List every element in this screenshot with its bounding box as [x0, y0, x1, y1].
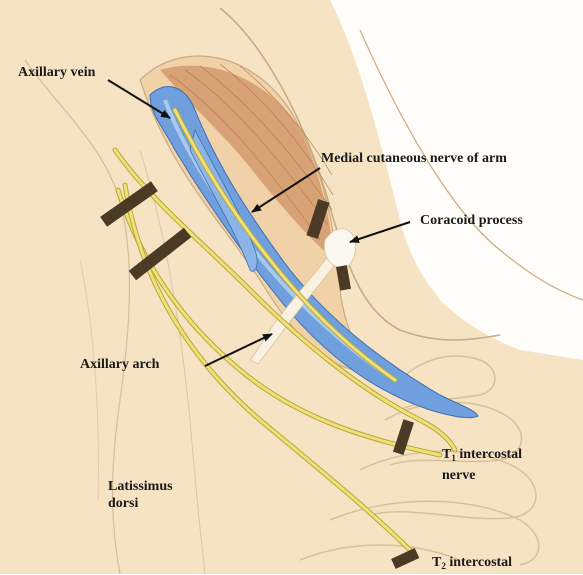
label-medial-cutaneous-nerve: Medial cutaneous nerve of arm [321, 150, 507, 167]
label-t1-intercostal-nerve: T1 intercostal nerve [442, 446, 522, 484]
label-t2-intercostal: T2 intercostal [432, 554, 512, 575]
label-axillary-arch: Axillary arch [80, 356, 159, 373]
label-coracoid-process: Coracoid process [420, 212, 523, 229]
t1-prefix: T [442, 447, 451, 462]
label-axillary-vein: Axillary vein [18, 64, 95, 81]
t2-suffix: intercostal [446, 555, 512, 570]
t1-suffix: intercostal [456, 447, 522, 462]
label-latissimus-dorsi: Latissimus dorsi [108, 478, 173, 512]
t2-prefix: T [432, 555, 441, 570]
latissimus-line1: Latissimus [108, 479, 173, 494]
latissimus-line2: dorsi [108, 496, 138, 511]
t1-line2: nerve [442, 468, 475, 483]
